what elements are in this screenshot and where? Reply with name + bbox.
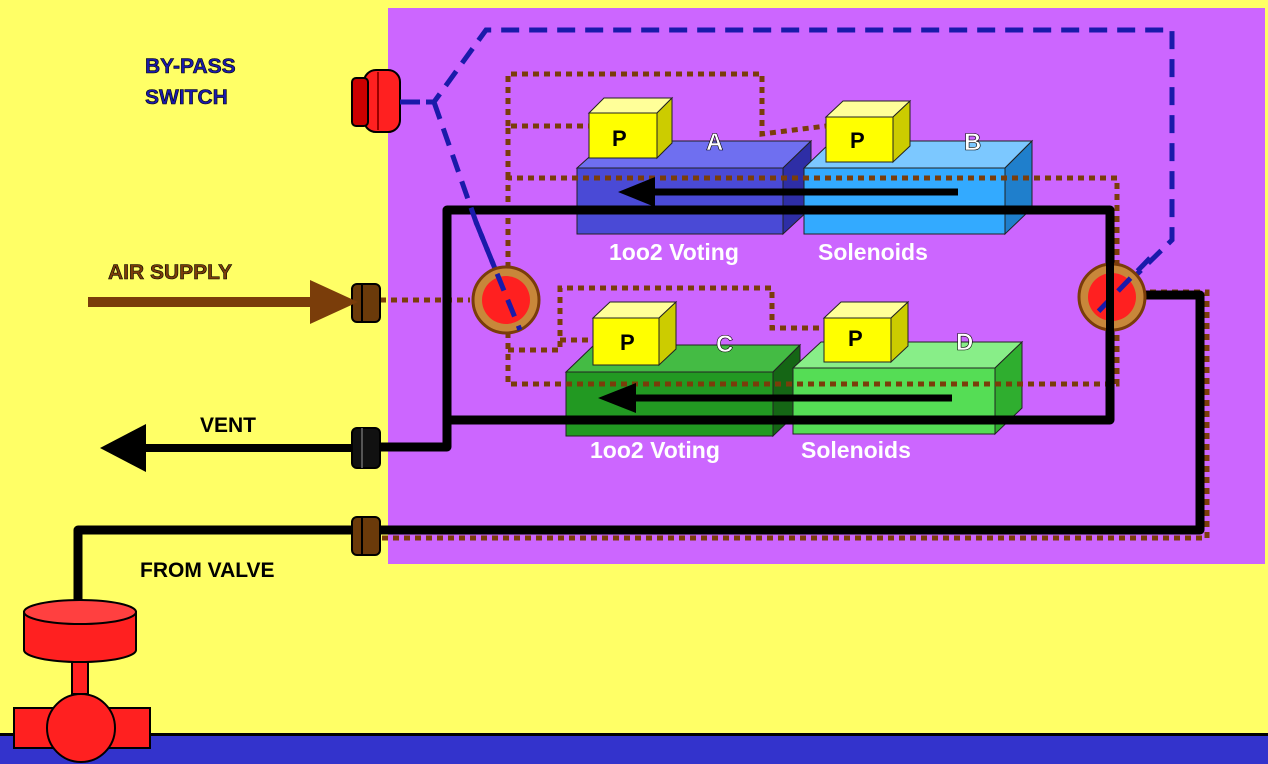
pressure-box-b: [824, 99, 912, 164]
vent-label: VENT: [200, 414, 256, 437]
bypass-line-overlay-left: [473, 221, 523, 331]
bypass-label-line1: BY-PASS: [145, 55, 236, 78]
solenoids-label-bottom: Solenoids: [801, 437, 911, 463]
air-supply-label: AIR SUPPLY: [108, 261, 232, 284]
from-valve-label: FROM VALVE: [140, 559, 275, 582]
flow-arrow-bottom: [598, 383, 952, 413]
pressure-box-d: [822, 300, 910, 364]
solenoid-b-label: B: [964, 129, 981, 156]
solenoid-a-label: A: [706, 129, 723, 156]
footer-bar: [0, 735, 1268, 764]
footer-bar-edge: [0, 733, 1268, 736]
air-supply-arrow: [88, 280, 358, 324]
bypass-label-line2: SWITCH: [145, 86, 228, 109]
vent-port: [351, 427, 381, 469]
from-valve-port: [351, 516, 381, 556]
pressure-box-c: [591, 300, 678, 367]
pressure-label-d: P: [848, 326, 863, 351]
vent-lines: [73, 205, 1205, 600]
pressure-box-a: [587, 96, 674, 160]
process-valve: [13, 598, 151, 763]
voting-label-bottom: 1oo2 Voting: [590, 437, 720, 463]
bypass-switch[interactable]: [351, 69, 401, 133]
solenoids-label-top: Solenoids: [818, 239, 928, 265]
solenoid-d-label: D: [956, 329, 973, 356]
pressure-label-c: P: [620, 330, 635, 355]
vent-arrow: [100, 424, 352, 472]
voting-label-top: 1oo2 Voting: [609, 239, 739, 265]
shuttle-valve-left: [471, 265, 541, 335]
bypass-line-overlay-right: [1090, 256, 1152, 320]
pressure-label-b: P: [850, 128, 865, 153]
air-supply-port: [351, 283, 381, 323]
solenoid-c-label: C: [716, 331, 733, 358]
pressure-label-a: P: [612, 126, 627, 151]
flow-arrow-top: [618, 177, 958, 207]
